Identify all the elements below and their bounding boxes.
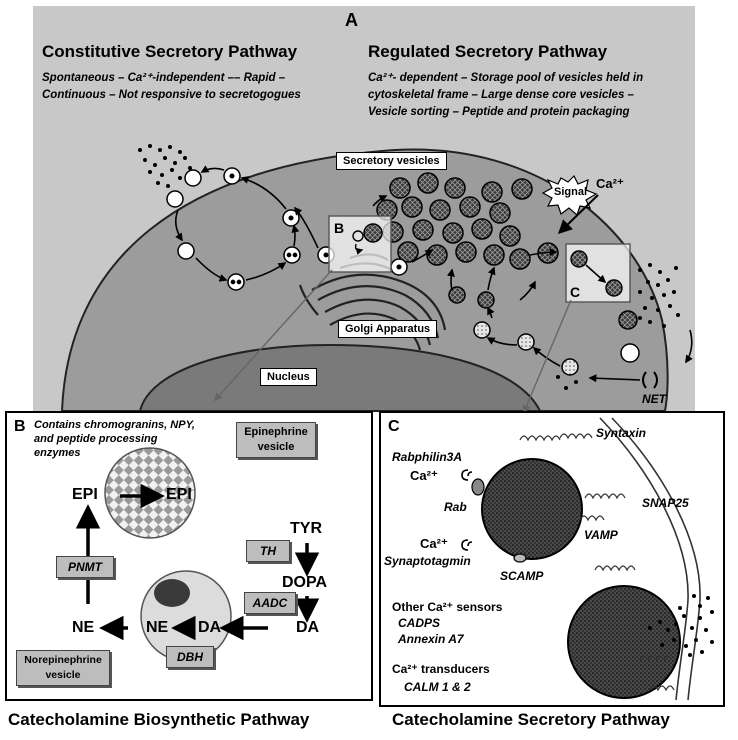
- epi-vesicle-label-line1: Epinephrine: [244, 426, 308, 438]
- net-label: NET: [642, 392, 666, 406]
- ne-inner: NE: [146, 619, 169, 636]
- exocytosis-dots-right: [556, 263, 680, 390]
- golgi-label: Golgi Apparatus: [338, 320, 438, 338]
- nucleus: [138, 343, 542, 412]
- rab-proteins: [461, 469, 527, 563]
- epi-right: EPI: [166, 486, 192, 503]
- panel-b-letter: B: [14, 418, 26, 435]
- footer-left-title: Catecholamine Biosynthetic Pathway: [8, 710, 310, 729]
- inset-b-label: B: [334, 220, 345, 236]
- membrane-vesicles: [618, 310, 640, 363]
- enzyme-dbh: DBH: [166, 646, 214, 668]
- plasma-membrane: [599, 417, 701, 701]
- ne-left: NE: [72, 619, 95, 636]
- footer-right-title: Catecholamine Secretory Pathway: [392, 710, 670, 729]
- ne-vesicle-label-line1: Norepinephrine: [24, 654, 102, 666]
- annexin-label: Annexin A7: [398, 632, 464, 646]
- exocytosis-dots-left: [138, 144, 192, 188]
- syntaxin-label: Syntaxin: [596, 426, 647, 440]
- synaptotagmin-label: Synaptotagmin: [384, 554, 471, 568]
- panel-a-letter: A: [345, 10, 358, 30]
- snare-coils: [519, 433, 675, 692]
- inset-b-box: [328, 215, 392, 273]
- signal-arrow: [557, 194, 599, 234]
- fusing-vesicle: [567, 585, 681, 699]
- nucleus-label: Nucleus: [260, 368, 317, 386]
- scamp-label: SCAMP: [500, 569, 544, 583]
- vamp-label: VAMP: [584, 528, 618, 542]
- inset-c-label: C: [570, 284, 581, 300]
- ca-top-label: Ca²⁺: [410, 468, 438, 483]
- constitutive-desc-line1: Spontaneous – Ca²⁺-independent –– Rapid …: [42, 72, 286, 84]
- regulated-desc-line3: Vesicle sorting – Peptide and protein pa…: [368, 106, 630, 118]
- constitutive-vesicles: [166, 167, 335, 291]
- transducers-label: Ca²⁺ transducers: [392, 662, 490, 676]
- constitutive-arrows: [174, 165, 319, 282]
- ca-label: Ca²⁺: [596, 176, 624, 191]
- secretory-vesicles-label: Secretory vesicles: [336, 152, 447, 170]
- signal-label: Signal: [554, 186, 588, 198]
- cadps-label: CADPS: [398, 616, 441, 630]
- rabphilin-label: Rabphilin3A: [392, 450, 463, 464]
- epi-vesicle-label-line2: vesicle: [257, 441, 295, 453]
- snap25-label: SNAP25: [642, 496, 689, 510]
- regulated-small-vesicles: [390, 258, 579, 376]
- epi-left: EPI: [72, 486, 98, 503]
- panel-b-note-line3: enzymes: [34, 447, 81, 459]
- rab-label: Rab: [444, 500, 467, 514]
- panel-c-letter: C: [388, 418, 400, 435]
- panel-b-note-line1: Contains chromogranins, NPY,: [34, 419, 195, 431]
- panel-b-note-line2: and peptide processing: [34, 433, 158, 445]
- constitutive-desc-line2: Continuous – Not responsive to secretogo…: [42, 89, 301, 101]
- regulated-desc-line1: Ca²⁺- dependent – Storage pool of vesicl…: [368, 72, 644, 84]
- ne-vesicle-label-line2: vesicle: [45, 669, 81, 681]
- da-right: DA: [296, 619, 320, 636]
- callout-c: [522, 299, 572, 414]
- enzyme-aadc: AADC: [244, 592, 296, 614]
- reuptake-arrow: [588, 374, 641, 383]
- other-sensors-label: Other Ca²⁺ sensors: [392, 600, 503, 614]
- calm-label: CALM 1 & 2: [404, 680, 471, 694]
- regulated-title: Regulated Secretory Pathway: [368, 42, 608, 61]
- constitutive-title: Constitutive Secretory Pathway: [42, 42, 298, 61]
- enzyme-th: TH: [246, 540, 290, 562]
- net-transporter: [642, 371, 658, 389]
- tyr: TYR: [290, 520, 322, 537]
- callout-b: [213, 269, 333, 402]
- release-arrow: [685, 329, 693, 364]
- docked-vesicle: [481, 458, 583, 560]
- ca-bottom-label: Ca²⁺: [420, 536, 448, 551]
- epi-vesicle-label-box: Epinephrine vesicle: [236, 422, 316, 458]
- regulated-desc-line2: cytoskeletal frame – Large dense core ve…: [368, 89, 634, 101]
- regulated-arrows: [372, 195, 561, 367]
- enzyme-pnmt: PNMT: [56, 556, 114, 578]
- fusion-release-dots: [648, 594, 714, 657]
- ne-vesicle-label-box: Norepinephrine vesicle: [16, 650, 110, 686]
- dopa: DOPA: [282, 574, 328, 591]
- da-inner: DA: [198, 619, 222, 636]
